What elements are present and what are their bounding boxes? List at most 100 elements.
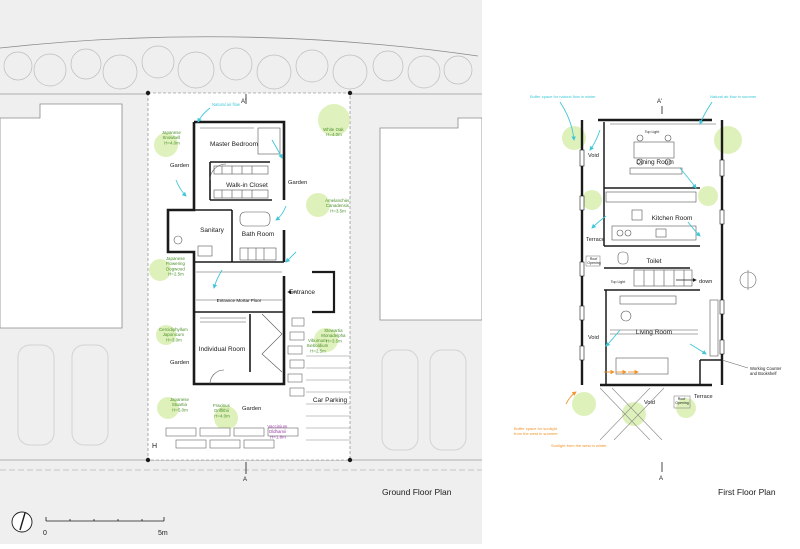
site-corner <box>347 90 353 96</box>
room-label: Void <box>588 335 599 341</box>
dining-table <box>633 141 675 159</box>
wind-arrow <box>212 269 223 289</box>
plant-symbol <box>154 133 178 157</box>
wind-arrow <box>591 215 607 229</box>
tree-band <box>0 36 479 90</box>
tree-symbol <box>102 54 138 90</box>
wind-arrow <box>699 101 713 125</box>
exterior-wall <box>166 122 196 272</box>
first-floor-panel: Dining Room Kitchen Room Terrace Toilet … <box>482 0 800 544</box>
tree-symbol <box>177 51 215 89</box>
plant-symbol <box>306 193 330 217</box>
tree-symbol <box>70 48 102 80</box>
plant-label: Japanese Stuartia H=5.0m <box>170 397 190 412</box>
door-swing <box>261 313 283 373</box>
wind-annotation: Natural air flow in summer <box>710 94 757 99</box>
window-gap <box>579 345 585 361</box>
stepping-stone <box>267 427 299 437</box>
stair <box>633 269 693 287</box>
neighbor-building-left <box>0 103 123 329</box>
chair <box>664 158 672 166</box>
ground-floor-title: Ground Floor Plan <box>382 487 452 497</box>
first-floor-title: First Floor Plan <box>718 487 776 497</box>
window-gap <box>719 299 725 315</box>
plant-symbol <box>582 190 602 210</box>
fridge <box>631 209 643 221</box>
room-label: Garden <box>170 360 189 366</box>
closet-shelves <box>213 189 269 199</box>
door-swing <box>209 369 225 385</box>
stepping-stone <box>291 317 305 327</box>
door-swing <box>209 163 227 181</box>
wind-arrow <box>197 107 211 123</box>
terrace-line <box>613 387 665 441</box>
stepping-stone <box>289 359 305 369</box>
bed <box>257 127 281 155</box>
room-label: Terrace <box>586 237 605 243</box>
plant-label: Stewartia Monadelpha H=3.5m <box>321 328 346 343</box>
terrace-line <box>599 387 651 441</box>
section-marker: H <box>152 443 157 450</box>
wind-annotation: Buffer space for natural flow in winter <box>530 94 596 99</box>
window-gap <box>719 339 725 355</box>
tree-symbol <box>332 54 368 90</box>
plant-label: White Oak H=4.0m <box>323 127 345 137</box>
wind-arrow <box>175 179 187 197</box>
section-marker: A <box>243 477 247 483</box>
first-panel-background <box>482 0 800 544</box>
plant-symbol <box>318 104 350 136</box>
stepping-stone <box>289 331 305 341</box>
tree-symbol <box>295 49 329 83</box>
wind-arrow <box>271 139 283 159</box>
window-gap <box>579 305 585 321</box>
room-label: Entrance Mortar Floor <box>217 298 262 303</box>
room-label: Entrance <box>289 289 315 296</box>
parked-car <box>429 349 467 451</box>
room-label: Void <box>588 153 599 159</box>
wind-annotation: Natural air flow <box>212 102 241 107</box>
scale-label: 5m <box>158 530 168 537</box>
room-label: Master Bedroom <box>210 141 258 148</box>
window-gap <box>579 261 585 277</box>
sun-arrow <box>565 391 577 405</box>
ground-floor-panel: Master Bedroom Walk-in Closet Sanitary B… <box>0 0 483 544</box>
window-gap <box>579 149 585 167</box>
plant-symbol <box>149 259 171 281</box>
wind-arrow <box>679 167 697 189</box>
plant-symbol <box>572 392 596 416</box>
roof-opening <box>673 395 691 409</box>
tree-symbol <box>3 51 33 81</box>
stove-burner <box>616 229 624 237</box>
plant-label: Fraxinus Griffithii H=4.0m <box>213 403 231 418</box>
room-label: Garden <box>170 163 189 169</box>
room-label: Kitchen Room <box>652 215 693 222</box>
plant-label: Cercidiphyllum Japonicum H=3.0m <box>159 327 189 342</box>
stair-steps <box>239 247 277 261</box>
parked-car <box>17 344 55 446</box>
plant-symbol <box>157 397 179 419</box>
chair <box>664 134 672 142</box>
wind-arrow <box>589 129 601 151</box>
room-label: Living Room <box>636 329 672 336</box>
sofa <box>615 357 669 375</box>
working-counter-label: Working Counter and Bookshelf <box>750 366 783 376</box>
north-arrow-needle <box>19 512 26 531</box>
small-label: Roof Opening <box>675 397 689 405</box>
wind-arrow <box>687 221 701 237</box>
plant-label: Viburnum Sieboldium H=2.5m <box>307 338 330 353</box>
room-label: Sanitary <box>200 227 225 234</box>
section-marker: A' <box>241 99 246 105</box>
neighbor-building-right <box>379 117 483 321</box>
toilet-fixture <box>617 251 629 265</box>
window-gap <box>719 159 725 177</box>
chair <box>636 134 644 142</box>
plant-label-purple: Vaccinium Oldhamii H=1.8m <box>267 424 288 439</box>
stepping-stone <box>243 439 275 449</box>
room-label: Dining Room <box>636 159 674 166</box>
site-corner <box>145 457 151 463</box>
plant-label: Amelanchier Canadensis H=3.5m <box>325 198 351 213</box>
small-label: Top Light <box>611 280 626 284</box>
bathtub <box>239 211 271 227</box>
